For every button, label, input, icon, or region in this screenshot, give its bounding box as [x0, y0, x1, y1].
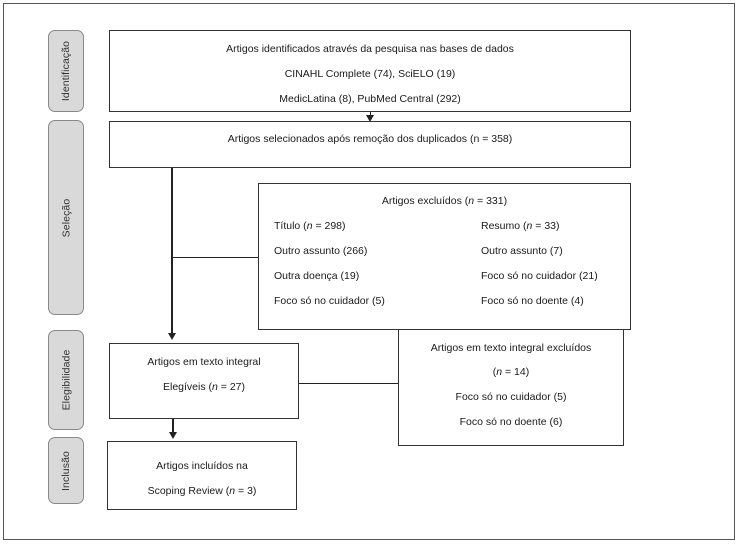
eligible-line1: Artigos em texto integral: [147, 356, 261, 368]
excluded-right-0-suffix: = 33): [532, 220, 560, 232]
arrow-identified-to-selected-head: [366, 115, 374, 122]
excluded-left-0: Título (n = 298): [274, 220, 346, 233]
eligible-line2-suffix: = 27): [217, 381, 246, 393]
fulltext-excluded-line2: (n = 14): [492, 366, 530, 378]
included-line2-suffix: = 3): [235, 485, 257, 497]
excluded-right-0-n: n: [526, 220, 533, 232]
stage-identificacao: Identificação: [48, 30, 84, 112]
included-line2: Scoping Review (n = 3): [108, 485, 296, 498]
identified-line2: CINAHL Complete (74), SciELO (19): [284, 68, 456, 80]
excluded-right-0-prefix: Resumo (: [481, 220, 527, 232]
fulltext-excluded-line3: Foco só no cuidador (5): [455, 391, 567, 403]
identified-line1: Artigos identificados através da pesquis…: [226, 43, 514, 55]
excluded-left-0-prefix: Título (: [274, 220, 307, 232]
excluded-right-3: Foco só no doente (4): [481, 295, 584, 307]
excluded-left-0-n: n: [306, 220, 313, 232]
included-line2-n: n: [229, 485, 236, 497]
excluded-right-2: Foco só no cuidador (21): [481, 270, 598, 282]
branch-to-fulltext-excluded-line: [299, 383, 398, 384]
fulltext-excluded-line1: Artigos em texto integral excluídos: [430, 342, 592, 354]
excluded-box: Artigos excluídos (n = 331) Título (n = …: [258, 183, 631, 330]
stage-elegibilidade: Elegibilidade: [48, 330, 84, 430]
main-flow-line: [171, 168, 173, 333]
selected-text: Artigos selecionados após remoção dos du…: [110, 133, 630, 146]
diagram-frame: [3, 3, 735, 540]
included-line2-prefix: Scoping Review (: [147, 485, 230, 497]
excluded-left-3: Foco só no cuidador (5): [274, 295, 385, 307]
excluded-left-1: Outro assunto (266): [274, 245, 368, 257]
fulltext-excluded-box: Artigos em texto integral excluídos (n =…: [398, 330, 624, 446]
arrow-eligible-to-included-head: [169, 432, 177, 439]
excluded-title-prefix: Artigos excluídos (: [381, 195, 469, 207]
stage-inclusao-label: Inclusão: [60, 450, 73, 491]
eligible-box: Artigos em texto integral Elegíveis (n =…: [109, 343, 299, 419]
fulltext-excluded-line2-n: n: [496, 366, 503, 378]
main-flow-arrowhead: [168, 333, 176, 340]
eligible-line2-prefix: Elegíveis (: [162, 381, 213, 393]
eligible-line2: Elegíveis (n = 27): [110, 381, 298, 394]
selected-box: Artigos selecionados após remoção dos du…: [109, 121, 631, 168]
arrow-eligible-to-included-line: [172, 419, 174, 433]
eligible-line2-n: n: [212, 381, 218, 393]
excluded-right-0: Resumo (n = 33): [481, 220, 560, 233]
excluded-left-2: Outra doença (19): [274, 270, 360, 282]
excluded-right-1: Outro assunto (7): [481, 245, 563, 257]
fulltext-excluded-line4: Foco só no doente (6): [459, 416, 563, 428]
excluded-title-suffix: = 331): [474, 195, 508, 207]
stage-elegibilidade-label: Elegibilidade: [60, 349, 73, 411]
stage-selecao-label: Seleção: [60, 198, 72, 237]
stage-selecao: Seleção: [48, 120, 84, 315]
identified-line3: MedicLatina (8), PubMed Central (292): [279, 93, 461, 105]
branch-to-excluded-line: [172, 257, 258, 258]
identified-box: Artigos identificados através da pesquis…: [109, 30, 631, 112]
stage-inclusao: Inclusão: [48, 437, 84, 504]
arrow-identified-to-selected-line: [370, 112, 371, 116]
fulltext-excluded-line2-suffix: = 14): [502, 366, 530, 378]
excluded-title: Artigos excluídos (n = 331): [259, 195, 630, 208]
included-box: Artigos incluídos na Scoping Review (n =…: [107, 441, 297, 510]
excluded-title-n: n: [468, 195, 475, 207]
stage-identificacao-label: Identificação: [60, 40, 73, 102]
excluded-left-0-suffix: = 298): [312, 220, 346, 232]
included-line1: Artigos incluídos na: [156, 460, 248, 472]
selected-text-label: Artigos selecionados após remoção dos du…: [227, 133, 513, 145]
